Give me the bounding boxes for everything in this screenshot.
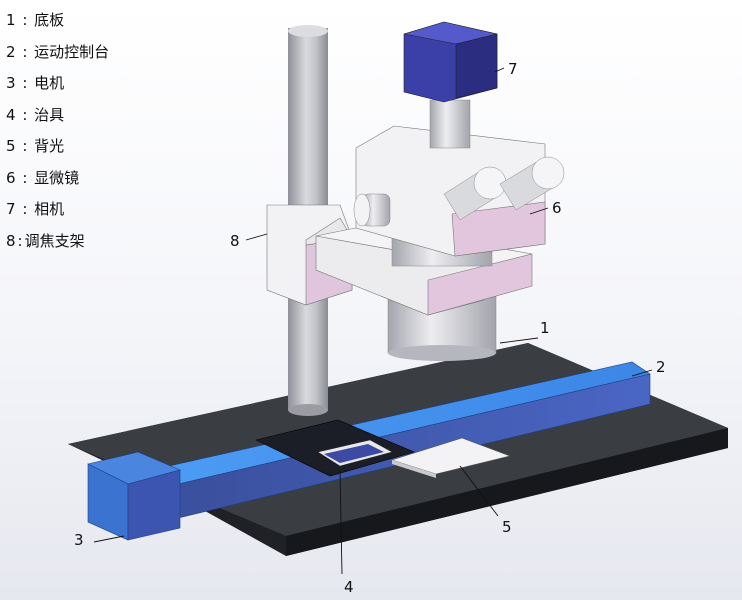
component-legend: 1 : 底板 2 : 运动控制台 3 : 电机 4 : 治具 5 : 背光 6 … (6, 8, 109, 260)
objective-lens (388, 345, 496, 361)
base-plate-front (286, 428, 728, 556)
legend-item-4: 4 : 治具 (6, 105, 65, 124)
motor (87, 451, 181, 541)
callout-2: 2 (656, 358, 666, 376)
leader-4 (339, 469, 343, 575)
focus-knob-face (353, 193, 371, 227)
callout-leaders (93, 67, 653, 575)
legend-item-2: 2 : 运动控制台 (6, 42, 110, 61)
backlight (391, 437, 512, 478)
microscope-arm-side (427, 253, 533, 316)
leader-2 (631, 369, 653, 377)
motor-side (127, 469, 181, 541)
leader-8 (245, 233, 268, 241)
camera-adapter (429, 99, 471, 149)
callout-1: 1 (540, 319, 550, 337)
callout-6: 6 (552, 199, 562, 217)
eyepiece-right (499, 156, 565, 211)
callout-4: 4 (344, 578, 354, 596)
legend-item-1: 1 : 底板 (6, 11, 65, 29)
stand-pillar-top (288, 25, 328, 37)
leader-6 (529, 207, 549, 215)
legend-item-5: 5 : 背光 (6, 137, 65, 155)
legend-item-7: 7 : 相机 (6, 200, 65, 218)
fixture (255, 419, 415, 477)
callout-5: 5 (502, 518, 512, 536)
legend-item-8: 8:调焦支架 (6, 231, 85, 250)
focus-stand (266, 25, 353, 416)
callout-8: 8 (230, 232, 240, 250)
leader-1 (499, 337, 539, 344)
camera (403, 21, 498, 149)
callout-3: 3 (74, 531, 84, 549)
leader-7 (494, 67, 505, 73)
leader-3 (93, 535, 125, 543)
eyepiece-left (443, 166, 507, 221)
leader-5 (459, 465, 499, 517)
backlight-edge (392, 460, 436, 478)
camera-side (455, 33, 498, 99)
legend-item-6: 6 : 显微镜 (6, 168, 80, 187)
legend-item-3: 3 : 电机 (6, 74, 65, 92)
callout-7: 7 (508, 60, 518, 78)
stand-pillar-foot (288, 404, 328, 416)
microscope (315, 125, 565, 361)
fixture-window-inner (324, 444, 384, 463)
